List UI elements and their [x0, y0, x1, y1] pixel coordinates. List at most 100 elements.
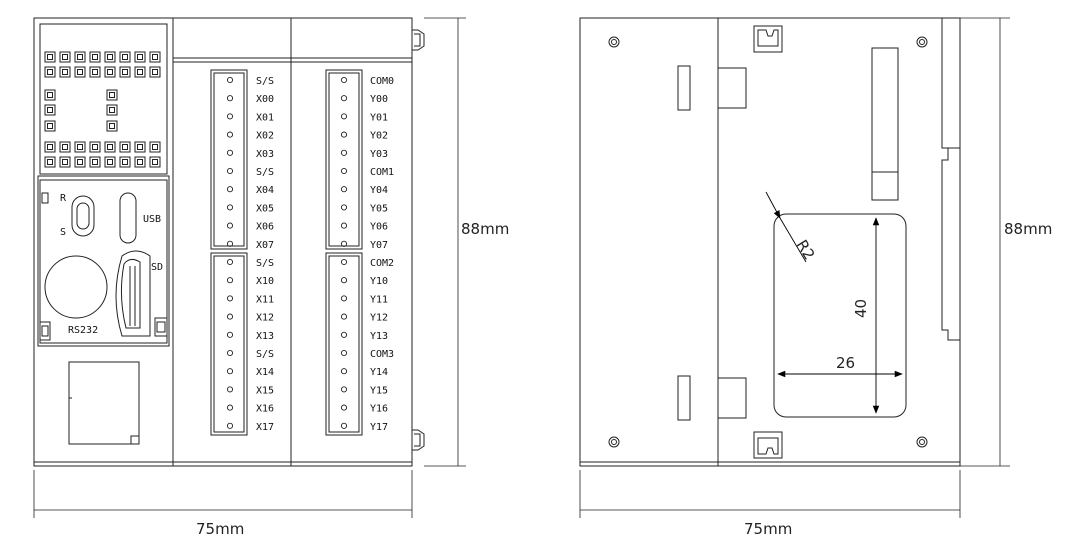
- led-indicator: [104, 66, 116, 78]
- back-housing: [579, 17, 961, 467]
- led-indicator: [134, 51, 146, 63]
- terminal-screw[interactable]: [340, 277, 348, 284]
- terminal-screw[interactable]: [340, 167, 348, 175]
- terminal-label: X12: [256, 313, 274, 324]
- terminal-label: Y13: [370, 331, 388, 342]
- usb-port[interactable]: [119, 192, 137, 244]
- battery-cover: [44, 255, 108, 319]
- back-dimensions: [579, 17, 1010, 518]
- terminal-screw[interactable]: [340, 404, 348, 411]
- terminal-label: S/S: [256, 349, 274, 360]
- terminal-screw[interactable]: [340, 186, 348, 193]
- terminal-screw[interactable]: [340, 295, 348, 302]
- terminal-label: X00: [256, 94, 274, 105]
- terminal-screw[interactable]: [340, 131, 348, 138]
- terminal-label: Y01: [370, 112, 388, 123]
- switch-label-s: S: [60, 227, 66, 238]
- terminal-screw[interactable]: [340, 422, 348, 429]
- input-terminal-block: [210, 69, 248, 436]
- terminal-label: COM2: [370, 258, 394, 269]
- terminal-screw[interactable]: [226, 422, 234, 429]
- terminal-screw[interactable]: [226, 95, 234, 102]
- run-stop-switch[interactable]: [71, 195, 95, 237]
- led-indicator: [134, 141, 146, 153]
- terminal-label: X03: [256, 149, 274, 160]
- terminal-screw[interactable]: [226, 167, 234, 175]
- terminal-screw[interactable]: [340, 331, 348, 338]
- terminal-screw[interactable]: [340, 76, 348, 84]
- led-indicator: [74, 141, 86, 153]
- terminal-label: X16: [256, 404, 274, 415]
- terminal-screw[interactable]: [340, 95, 348, 102]
- front-view: [33, 17, 425, 467]
- cutout-width-label: 26: [836, 354, 855, 372]
- terminal-label: S/S: [256, 167, 274, 178]
- led-indicator: [149, 66, 161, 78]
- front-width-label: 75mm: [196, 520, 244, 538]
- rs232-port-left[interactable]: [39, 321, 51, 341]
- terminal-screw[interactable]: [226, 349, 234, 357]
- front-height-label: 88mm: [461, 220, 509, 238]
- back-width-label: 75mm: [744, 520, 792, 538]
- terminal-label: Y10: [370, 276, 388, 287]
- terminal-screw[interactable]: [226, 131, 234, 138]
- terminal-screw[interactable]: [340, 240, 348, 247]
- terminal-screw[interactable]: [226, 76, 234, 84]
- cutout-height-label: 40: [852, 299, 870, 318]
- terminal-label: Y04: [370, 185, 388, 196]
- led-indicator: [89, 66, 101, 78]
- terminal-screw[interactable]: [340, 368, 348, 375]
- led-indicator: [44, 89, 56, 101]
- led-indicator: [104, 51, 116, 63]
- terminal-screw[interactable]: [226, 113, 234, 120]
- terminal-screw[interactable]: [226, 404, 234, 411]
- terminal-screw[interactable]: [340, 149, 348, 156]
- terminal-screw[interactable]: [226, 222, 234, 229]
- terminal-screw[interactable]: [226, 258, 234, 266]
- terminal-label: Y02: [370, 131, 388, 142]
- led-indicator: [106, 120, 118, 132]
- terminal-screw[interactable]: [226, 386, 234, 393]
- led-indicator: [134, 156, 146, 168]
- back-view: [579, 17, 961, 467]
- terminal-label: Y14: [370, 367, 388, 378]
- terminal-screw[interactable]: [226, 313, 234, 320]
- led-indicator: [106, 104, 118, 116]
- terminal-label: Y06: [370, 222, 388, 233]
- led-indicator: [119, 141, 131, 153]
- terminal-label: COM0: [370, 76, 394, 87]
- led-indicator: [74, 66, 86, 78]
- terminal-screw[interactable]: [340, 113, 348, 120]
- terminal-screw[interactable]: [226, 295, 234, 302]
- terminal-screw[interactable]: [340, 204, 348, 211]
- terminal-label: X14: [256, 367, 274, 378]
- terminal-label: X06: [256, 222, 274, 233]
- terminal-screw[interactable]: [340, 222, 348, 229]
- rs232-port-right[interactable]: [154, 317, 168, 337]
- led-indicator: [149, 141, 161, 153]
- terminal-screw[interactable]: [340, 258, 348, 266]
- terminal-label: X05: [256, 203, 274, 214]
- rs232-label: RS232: [68, 325, 98, 336]
- terminal-screw[interactable]: [340, 313, 348, 320]
- terminal-screw[interactable]: [226, 204, 234, 211]
- back-height-label: 88mm: [1004, 220, 1052, 238]
- led-indicator: [44, 156, 56, 168]
- sd-card-slot[interactable]: [115, 250, 151, 337]
- led-indicator: [44, 51, 56, 63]
- terminal-label: Y16: [370, 404, 388, 415]
- terminal-label: X13: [256, 331, 274, 342]
- terminal-screw[interactable]: [226, 149, 234, 156]
- terminal-label: X10: [256, 276, 274, 287]
- led-indicator: [89, 141, 101, 153]
- terminal-screw[interactable]: [226, 186, 234, 193]
- terminal-screw[interactable]: [226, 277, 234, 284]
- terminal-screw[interactable]: [340, 349, 348, 357]
- terminal-screw[interactable]: [226, 331, 234, 338]
- led-indicator: [74, 51, 86, 63]
- terminal-screw[interactable]: [340, 386, 348, 393]
- terminal-screw[interactable]: [226, 368, 234, 375]
- terminal-screw[interactable]: [226, 240, 234, 247]
- terminal-label: X17: [256, 422, 274, 433]
